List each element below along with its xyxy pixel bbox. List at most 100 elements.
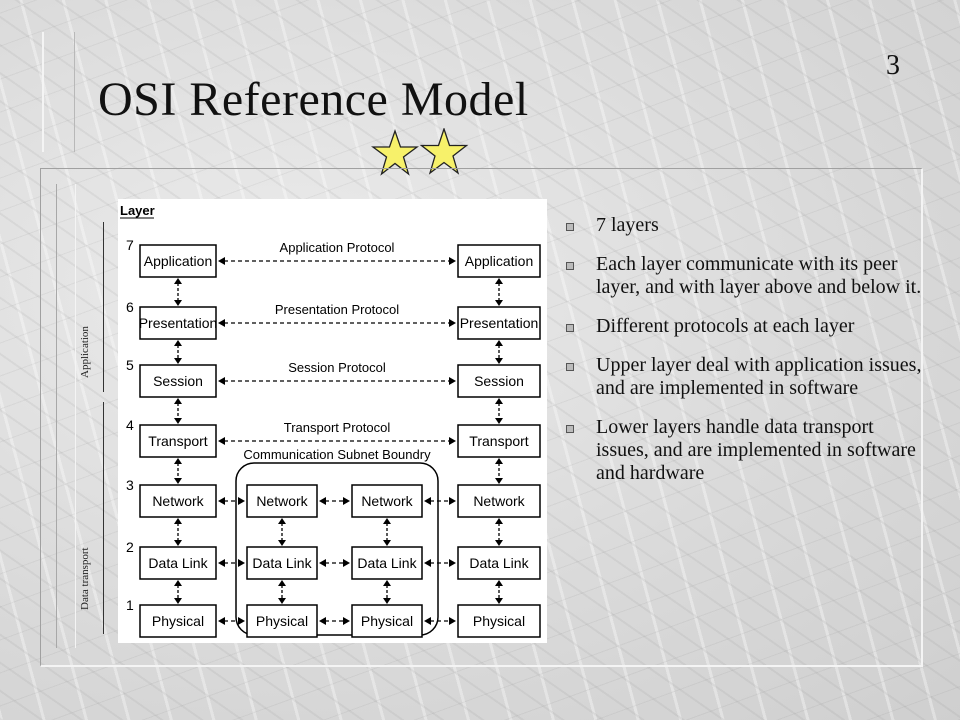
arrow-head-icon (495, 518, 503, 524)
host-b-layer-box-label: Transport (469, 433, 529, 449)
arrow-head-icon (278, 580, 286, 586)
subnet-node-b-box-label: Physical (361, 613, 413, 629)
arrow-head-icon (495, 340, 503, 346)
star-icon (371, 129, 419, 176)
bullet-item: Lower layers handle data transport issue… (566, 416, 926, 485)
host-b-layer-box (457, 364, 541, 398)
arrow-head-icon (238, 617, 245, 625)
slide-title: OSI Reference Model (98, 73, 529, 126)
arrow-head-icon (218, 437, 225, 445)
bullet-item: Different protocols at each layer (566, 315, 926, 338)
protocol-label: Application Protocol (280, 240, 395, 255)
arrow-head-icon (449, 319, 456, 327)
protocol-label: Presentation Protocol (275, 302, 399, 317)
layer-number: 1 (126, 597, 134, 613)
arrow-head-icon (449, 617, 456, 625)
host-b-layer-box (457, 244, 541, 278)
arrow-head-icon (424, 497, 431, 505)
bullet-marker-icon (566, 223, 574, 231)
arrow-head-icon (174, 278, 182, 284)
arrow-head-icon (424, 617, 431, 625)
arrow-head-icon (343, 559, 350, 567)
arrow-head-icon (495, 598, 503, 604)
subnet-node-b-box-label: Network (361, 493, 413, 509)
subnet-node-b-box (351, 604, 423, 638)
host-a-layer-box-label: Physical (152, 613, 204, 629)
arrow-head-icon (495, 540, 503, 546)
arrow-head-icon (495, 398, 503, 404)
star-icon (419, 128, 469, 175)
subnet-node-a-box-label: Physical (256, 613, 308, 629)
side-label-application: Application (79, 326, 91, 378)
arrow-head-icon (495, 458, 503, 464)
host-a-layer-box (139, 484, 217, 518)
host-b-layer-box (457, 484, 541, 518)
arrow-head-icon (238, 497, 245, 505)
bullet-list: 7 layers Each layer communicate with its… (566, 214, 926, 501)
arrow-head-icon (238, 559, 245, 567)
arrow-head-icon (449, 559, 456, 567)
decor-bar-left (56, 184, 76, 648)
arrow-head-icon (174, 478, 182, 484)
layer-number: 2 (126, 539, 134, 555)
decor-bar-top (42, 32, 75, 152)
side-label-data-transport: Data transport (79, 547, 91, 610)
protocol-label: Transport Protocol (284, 420, 391, 435)
arrow-head-icon (495, 580, 503, 586)
subnet-node-b-box (351, 484, 423, 518)
arrow-head-icon (319, 617, 326, 625)
bullet-item: Upper layer deal with application issues… (566, 354, 926, 400)
host-a-layer-box-label: Application (144, 253, 213, 269)
arrow-head-icon (218, 617, 225, 625)
arrow-head-icon (174, 340, 182, 346)
protocol-label: Session Protocol (288, 360, 386, 375)
content-frame (40, 168, 923, 667)
layer-number: 3 (126, 477, 134, 493)
layer-number: 6 (126, 299, 134, 315)
subnet-node-a-box-label: Network (256, 493, 308, 509)
bullet-marker-icon (566, 324, 574, 332)
bullet-marker-icon (566, 363, 574, 371)
host-b-layer-box (457, 546, 541, 580)
subnet-node-a-box (246, 546, 318, 580)
host-a-layer-box-label: Transport (148, 433, 208, 449)
subnet-node-a-box-label: Data Link (252, 555, 312, 571)
layer-heading: Layer (120, 203, 155, 218)
layer-number: 4 (126, 417, 134, 433)
arrow-head-icon (218, 377, 225, 385)
host-b-layer-box (457, 424, 541, 458)
layer-number: 7 (126, 237, 134, 253)
arrow-head-icon (174, 418, 182, 424)
arrow-head-icon (495, 478, 503, 484)
arrow-head-icon (495, 418, 503, 424)
arrow-head-icon (174, 398, 182, 404)
arrow-head-icon (174, 458, 182, 464)
stars-decoration (371, 128, 469, 176)
arrow-head-icon (218, 319, 225, 327)
subnet-boundary (235, 462, 439, 636)
arrow-head-icon (174, 300, 182, 306)
host-a-layer-box (139, 424, 217, 458)
arrow-head-icon (383, 598, 391, 604)
bullet-item: 7 layers (566, 214, 926, 237)
arrow-head-icon (218, 257, 225, 265)
host-b-layer-box-label: Presentation (460, 315, 539, 331)
subnet-node-a-box (246, 484, 318, 518)
subnet-node-b-box-label: Data Link (357, 555, 417, 571)
subnet-label: Communication Subnet Boundry (243, 447, 431, 462)
host-b-layer-box-label: Session (474, 373, 524, 389)
arrow-head-icon (495, 300, 503, 306)
host-a-layer-box (139, 546, 217, 580)
arrow-head-icon (218, 497, 225, 505)
arrow-head-icon (495, 278, 503, 284)
bullet-marker-icon (566, 262, 574, 270)
arrow-head-icon (343, 497, 350, 505)
arrow-head-icon (383, 518, 391, 524)
host-b-layer-box-label: Data Link (469, 555, 529, 571)
arrow-head-icon (174, 598, 182, 604)
host-a-layer-box-label: Session (153, 373, 203, 389)
host-b-layer-box (457, 604, 541, 638)
arrow-head-icon (424, 559, 431, 567)
host-a-layer-box (139, 364, 217, 398)
arrow-head-icon (174, 580, 182, 586)
